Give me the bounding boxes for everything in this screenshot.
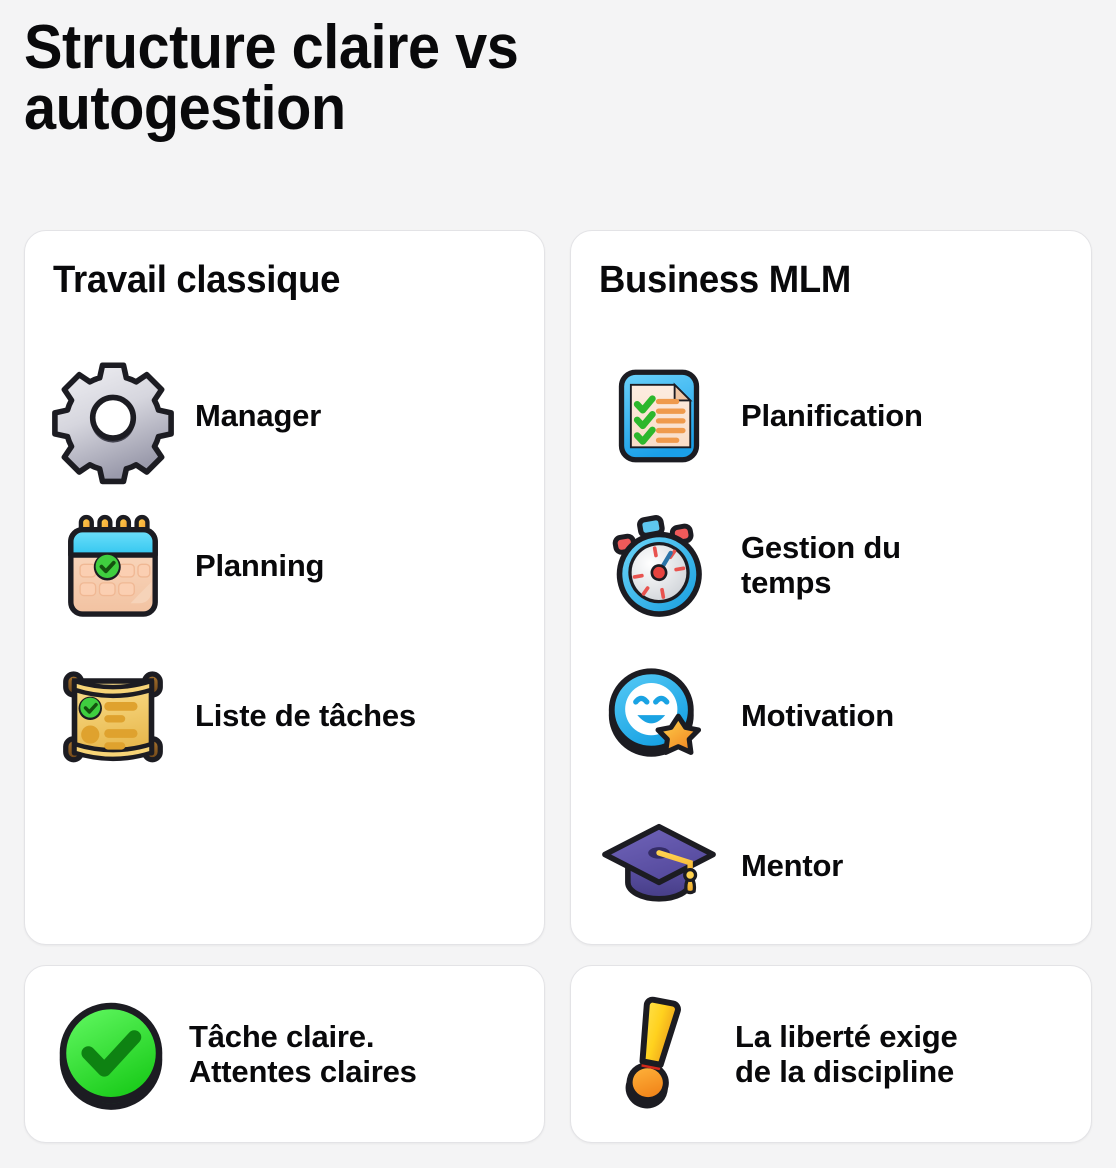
list-item-label: Motivation <box>741 697 894 733</box>
green-check-circle-icon <box>55 996 167 1112</box>
list-item[interactable]: Manager <box>52 341 524 491</box>
list-item-label: Manager <box>195 397 322 433</box>
card-footer-liberte-discipline: La liberté exige de la discipline <box>570 965 1092 1143</box>
list-travail-classique: Manager <box>52 341 524 791</box>
card-title-business-mlm: Business MLM <box>599 259 851 301</box>
list-item[interactable]: Gestion du temps <box>599 491 1071 641</box>
list-item[interactable]: Mentor <box>599 791 1071 941</box>
list-item-label: Planning <box>195 547 325 583</box>
list-business-mlm: Planification <box>599 341 1071 941</box>
footer-label: Tâche claire. Attentes claires <box>189 1018 417 1089</box>
list-item[interactable]: Liste de tâches <box>53 641 524 791</box>
list-item-label: Gestion du temps <box>741 530 901 600</box>
list-item-label: Mentor <box>741 847 844 883</box>
list-item[interactable]: Motivation <box>599 641 1071 791</box>
card-footer-tache-claire: Tâche claire. Attentes claires <box>24 965 545 1143</box>
footer-label: La liberté exige de la discipline <box>735 1018 958 1089</box>
card-title-travail-classique: Travail classique <box>53 259 341 301</box>
list-item[interactable]: Planning <box>53 491 524 641</box>
list-item[interactable]: Planification <box>599 341 1071 491</box>
card-travail-classique: Travail classique <box>24 230 545 945</box>
list-item-label: Liste de tâches <box>195 697 416 733</box>
exclamation-mark-icon <box>601 996 713 1112</box>
page-title: Structure claire vs autogestion <box>24 13 519 143</box>
card-business-mlm: Business MLM <box>570 230 1092 945</box>
list-item-label: Planification <box>741 397 923 433</box>
